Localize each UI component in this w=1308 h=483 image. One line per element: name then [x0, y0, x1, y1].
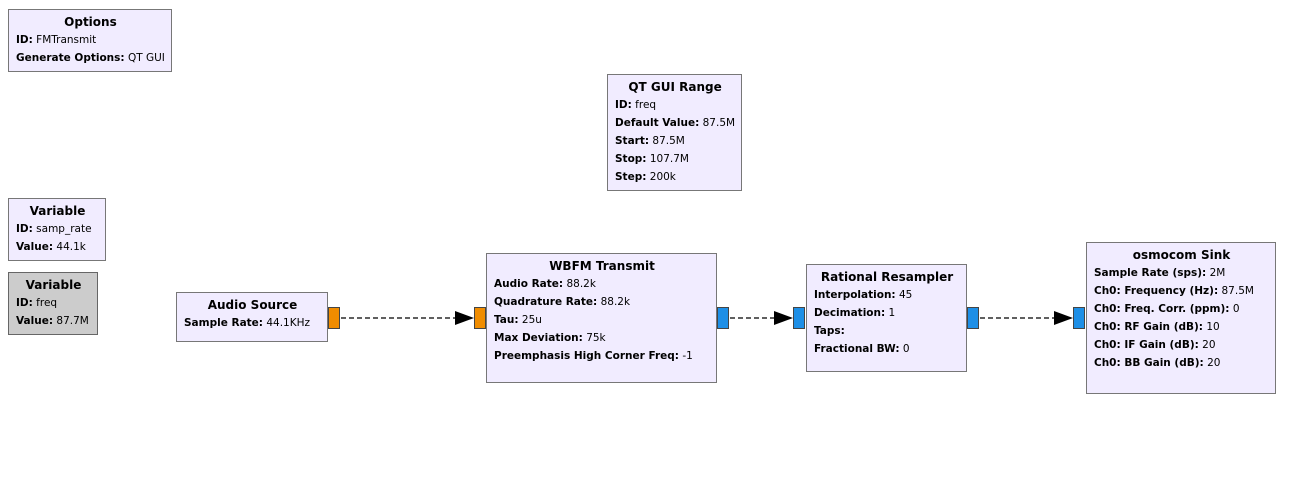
- param-value: Value: 44.1k: [16, 241, 86, 253]
- param-ch0-rf-gain: Ch0: RF Gain (dB): 10: [1094, 321, 1220, 333]
- param-step: Step: 200k: [615, 171, 676, 183]
- rational-resampler-out-port[interactable]: [967, 307, 979, 329]
- osmocom-sink-in-port[interactable]: [1073, 307, 1085, 329]
- param-ch0-freq-corr: Ch0: Freq. Corr. (ppm): 0: [1094, 303, 1240, 315]
- osmocom-sink-block[interactable]: osmocom Sink Sample Rate (sps): 2M Ch0: …: [1086, 242, 1276, 394]
- param-start: Start: 87.5M: [615, 135, 685, 147]
- audio-source-block[interactable]: Audio Source Sample Rate: 44.1KHz: [176, 292, 328, 342]
- param-quadrature-rate: Quadrature Rate: 88.2k: [494, 296, 631, 308]
- param-ch0-if-gain: Ch0: IF Gain (dB): 20: [1094, 339, 1216, 351]
- param-id: ID: FMTransmit: [16, 34, 97, 46]
- block-title: Audio Source: [207, 298, 298, 312]
- connection-audio-to-wbfm[interactable]: [341, 311, 474, 325]
- param-preemphasis-high-corner-freq: Preemphasis High Corner Freq: -1: [494, 350, 693, 362]
- param-fractional-bw: Fractional BW: 0: [814, 343, 910, 355]
- block-title: osmocom Sink: [1132, 248, 1231, 262]
- audio-source-out-port[interactable]: [328, 307, 340, 329]
- variable-samp-rate-block[interactable]: Variable ID: samp_rate Value: 44.1k: [8, 198, 106, 261]
- variable-freq-block[interactable]: Variable ID: freq Value: 87.7M: [8, 272, 98, 335]
- options-block[interactable]: Options ID: FMTransmit Generate Options:…: [8, 9, 172, 72]
- param-id: ID: freq: [615, 99, 657, 111]
- block-title: QT GUI Range: [628, 80, 722, 94]
- param-decimation: Decimation: 1: [814, 307, 896, 319]
- block-title: Variable: [25, 278, 82, 292]
- param-default-value: Default Value: 87.5M: [615, 117, 736, 129]
- connection-wbfm-to-resampler[interactable]: [730, 311, 793, 325]
- param-taps: Taps:: [814, 325, 845, 337]
- block-title: WBFM Transmit: [549, 259, 655, 273]
- param-sample-rate: Sample Rate: 44.1KHz: [184, 317, 311, 329]
- rational-resampler-in-port[interactable]: [793, 307, 805, 329]
- wbfm-transmit-block[interactable]: WBFM Transmit Audio Rate: 88.2k Quadratu…: [486, 253, 717, 383]
- param-generate-options: Generate Options: QT GUI: [16, 52, 165, 64]
- connection-resampler-to-osmocom[interactable]: [980, 311, 1073, 325]
- param-sample-rate: Sample Rate (sps): 2M: [1094, 267, 1226, 279]
- param-ch0-frequency: Ch0: Frequency (Hz): 87.5M: [1094, 285, 1254, 297]
- param-value: Value: 87.7M: [16, 315, 89, 327]
- param-ch0-bb-gain: Ch0: BB Gain (dB): 20: [1094, 357, 1221, 369]
- param-id: ID: freq: [16, 297, 58, 309]
- qt-gui-range-block[interactable]: QT GUI Range ID: freq Default Value: 87.…: [607, 74, 743, 191]
- block-title: Options: [64, 15, 117, 29]
- param-id: ID: samp_rate: [16, 223, 92, 235]
- block-title: Rational Resampler: [820, 270, 954, 284]
- wbfm-transmit-out-port[interactable]: [717, 307, 729, 329]
- param-tau: Tau: 25u: [494, 314, 542, 326]
- rational-resampler-block[interactable]: Rational Resampler Interpolation: 45 Dec…: [806, 264, 967, 372]
- param-max-deviation: Max Deviation: 75k: [494, 332, 606, 344]
- param-interpolation: Interpolation: 45: [814, 289, 913, 301]
- param-stop: Stop: 107.7M: [615, 153, 689, 165]
- wbfm-transmit-in-port[interactable]: [474, 307, 486, 329]
- block-title: Variable: [29, 204, 86, 218]
- param-audio-rate: Audio Rate: 88.2k: [494, 278, 596, 290]
